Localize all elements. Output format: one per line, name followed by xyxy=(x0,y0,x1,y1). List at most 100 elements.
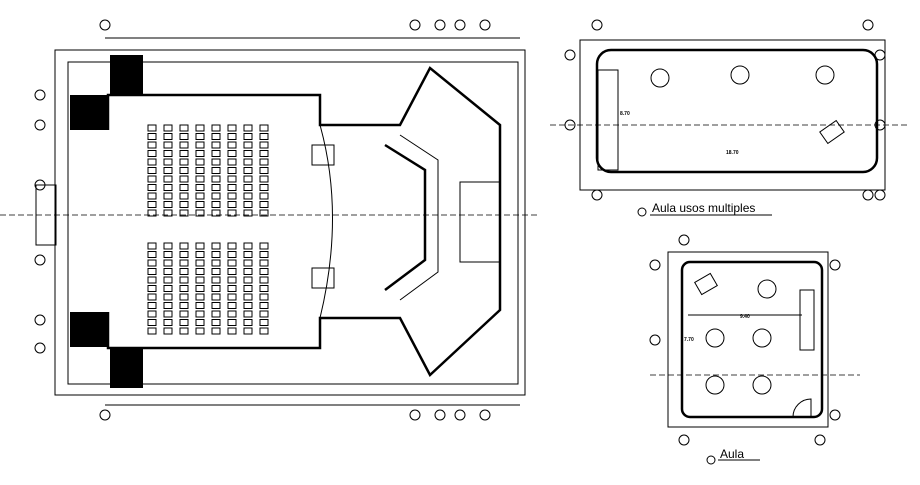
seat xyxy=(259,175,269,183)
seat xyxy=(147,302,157,309)
seat xyxy=(179,175,189,183)
seat xyxy=(179,209,189,217)
section-marker-icon xyxy=(637,207,647,217)
seat xyxy=(211,192,221,200)
seat xyxy=(195,310,205,318)
seat xyxy=(227,175,237,183)
seat xyxy=(195,175,205,183)
seat xyxy=(211,209,221,217)
axis-bubble xyxy=(862,19,874,31)
seat xyxy=(259,319,269,326)
axis-bubble xyxy=(34,119,46,131)
multipurpose-room-plan: 8.70 18.70 Aula usos multiples xyxy=(550,39,910,217)
seat xyxy=(259,209,269,217)
seat xyxy=(179,192,189,200)
seat xyxy=(259,302,269,309)
seat xyxy=(211,302,221,309)
seat xyxy=(243,259,253,267)
seat xyxy=(227,242,237,250)
seat xyxy=(147,268,157,275)
seat xyxy=(179,133,189,140)
seat xyxy=(195,124,205,132)
seat xyxy=(179,242,189,250)
axis-bubble xyxy=(34,254,46,266)
seat xyxy=(195,319,205,326)
seat xyxy=(195,302,205,309)
seat xyxy=(195,293,205,301)
seat xyxy=(163,167,173,174)
seat xyxy=(259,141,269,149)
seat xyxy=(243,150,253,157)
seat xyxy=(211,293,221,301)
seat xyxy=(147,242,157,250)
seat xyxy=(211,276,221,284)
seat xyxy=(243,327,253,335)
seat xyxy=(163,276,173,284)
axis-bubble xyxy=(34,314,46,326)
seat xyxy=(243,209,253,217)
seat xyxy=(179,141,189,149)
seat xyxy=(227,310,237,318)
seat xyxy=(243,293,253,301)
seat xyxy=(243,133,253,140)
round-table xyxy=(752,375,772,395)
seat xyxy=(259,184,269,191)
seat xyxy=(147,124,157,132)
seat xyxy=(227,327,237,335)
seat xyxy=(211,158,221,166)
seat xyxy=(243,124,253,132)
seat xyxy=(243,201,253,208)
seat xyxy=(163,133,173,140)
seat xyxy=(259,293,269,301)
seat xyxy=(243,192,253,200)
seat xyxy=(163,141,173,149)
seat xyxy=(211,150,221,157)
seat xyxy=(243,141,253,149)
seat xyxy=(163,302,173,309)
seat xyxy=(227,150,237,157)
seat xyxy=(227,184,237,191)
seat xyxy=(227,201,237,208)
seat xyxy=(195,242,205,250)
seat xyxy=(195,259,205,267)
axis-bubble xyxy=(649,259,661,271)
seat xyxy=(227,276,237,284)
section-marker-icon xyxy=(706,455,716,465)
axis-bubble xyxy=(678,234,690,246)
round-table xyxy=(730,65,750,85)
seat xyxy=(147,259,157,267)
axis-bubble xyxy=(99,409,111,421)
seat xyxy=(147,150,157,157)
round-table xyxy=(815,65,835,85)
axis-bubble xyxy=(591,19,603,31)
seat xyxy=(163,251,173,258)
seat xyxy=(227,192,237,200)
seat xyxy=(227,124,237,132)
seat xyxy=(227,158,237,166)
axis-bubble xyxy=(409,409,421,421)
seat xyxy=(179,150,189,157)
seat xyxy=(147,310,157,318)
grid-axis-bubbles xyxy=(34,19,886,446)
seat xyxy=(227,319,237,326)
seat xyxy=(227,133,237,140)
seat xyxy=(211,327,221,335)
seat xyxy=(195,150,205,157)
axis-bubble xyxy=(591,189,603,201)
classroom-title: Aula xyxy=(720,447,744,461)
round-table xyxy=(752,328,772,348)
seat xyxy=(259,276,269,284)
seat xyxy=(179,167,189,174)
seat xyxy=(147,201,157,208)
stage-stairs xyxy=(311,267,335,289)
seat xyxy=(163,150,173,157)
seat xyxy=(179,259,189,267)
axis-bubble xyxy=(434,19,446,31)
seat xyxy=(147,319,157,326)
seat xyxy=(147,167,157,174)
seat xyxy=(211,268,221,275)
dimension-width: 18.70 xyxy=(726,150,739,156)
seat xyxy=(243,268,253,275)
axis-bubble xyxy=(454,19,466,31)
axis-bubble xyxy=(829,259,841,271)
